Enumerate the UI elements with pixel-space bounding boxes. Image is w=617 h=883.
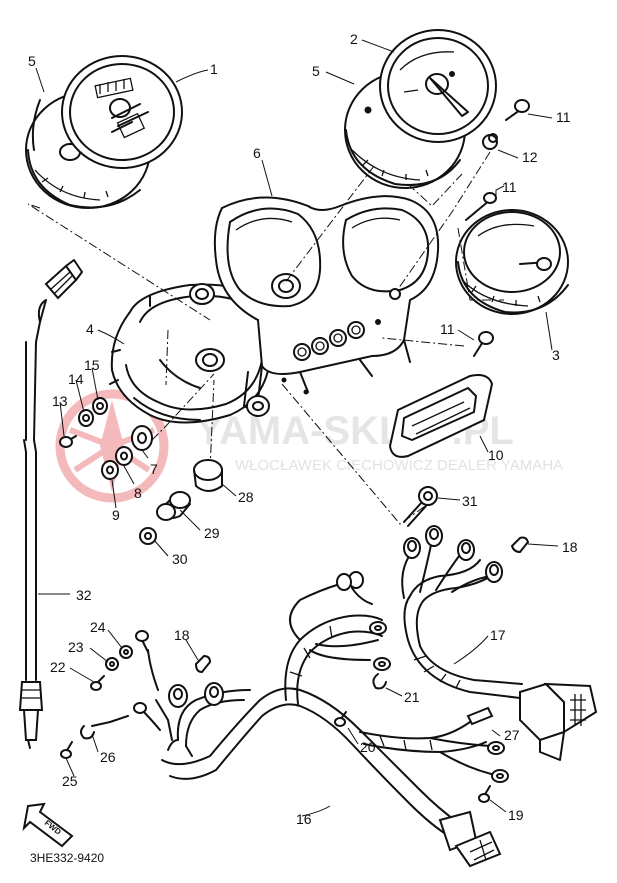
diagram-code: 3HE332-9420 bbox=[30, 851, 104, 865]
callout-17: 17 bbox=[490, 627, 506, 643]
washer-23 bbox=[105, 657, 119, 671]
callout-5-right: 5 bbox=[312, 63, 320, 79]
small-gauge bbox=[455, 209, 569, 315]
nut-30 bbox=[139, 527, 157, 545]
washer-8 bbox=[115, 446, 133, 466]
callout-6: 6 bbox=[253, 145, 261, 161]
callout-30: 30 bbox=[172, 551, 188, 567]
screw-13 bbox=[59, 435, 77, 448]
callout-9: 9 bbox=[112, 507, 120, 523]
right-gauge-face bbox=[379, 29, 497, 143]
clip-21 bbox=[372, 673, 387, 690]
screw-19 bbox=[478, 785, 491, 803]
washer-15 bbox=[92, 397, 108, 415]
callout-19: 19 bbox=[508, 807, 524, 823]
callout-11-top: 11 bbox=[556, 109, 571, 125]
watermark-sub-text: WŁOCŁAWEK CIECHOWICZ DEALER YAMAHA bbox=[235, 457, 563, 474]
bolt-31 bbox=[403, 486, 438, 527]
callout-15: 15 bbox=[84, 357, 100, 373]
screw-22 bbox=[90, 675, 105, 691]
cluster-housing bbox=[213, 195, 440, 417]
callout-10: 10 bbox=[488, 447, 504, 463]
dealer-watermark: YAMA-SKLEP.PL WŁOCŁAWEK CIECHOWICZ DEALE… bbox=[55, 389, 563, 503]
callout-11-middle: 11 bbox=[502, 179, 517, 195]
screw-25 bbox=[60, 741, 73, 759]
cluster-lower-cover bbox=[109, 283, 273, 424]
bulb-18-top bbox=[510, 536, 530, 554]
callout-26: 26 bbox=[100, 749, 116, 765]
cap-12 bbox=[482, 133, 498, 150]
screw-11-middle bbox=[465, 192, 497, 221]
callout-16: 16 bbox=[296, 811, 312, 827]
indicator-lens bbox=[388, 374, 494, 458]
upper-wire-harness bbox=[348, 525, 598, 761]
callout-27: 27 bbox=[504, 727, 520, 743]
bulb-18-left bbox=[194, 654, 212, 674]
callout-23: 23 bbox=[68, 639, 84, 655]
callout-31: 31 bbox=[462, 493, 478, 509]
callout-18-right: 18 bbox=[562, 539, 578, 555]
washer-14 bbox=[78, 409, 94, 427]
callout-leader-lines bbox=[35, 39, 559, 817]
callout-24: 24 bbox=[90, 619, 106, 635]
callout-32: 32 bbox=[76, 587, 92, 603]
screw-11-lower bbox=[473, 331, 494, 357]
callout-20: 20 bbox=[360, 739, 376, 755]
callout-18-left: 18 bbox=[174, 627, 190, 643]
callout-7: 7 bbox=[150, 461, 158, 477]
callout-21: 21 bbox=[404, 689, 420, 705]
forward-direction-arrow: FWD bbox=[22, 802, 74, 848]
callout-14: 14 bbox=[68, 371, 84, 387]
speedometer-cable bbox=[18, 259, 83, 749]
screw-11-top bbox=[505, 99, 530, 121]
callout-11-lower: 11 bbox=[440, 321, 455, 337]
damper-28 bbox=[193, 459, 223, 492]
callout-3: 3 bbox=[552, 347, 560, 363]
callout-28: 28 bbox=[238, 489, 254, 505]
bulb-sockets-upper bbox=[401, 525, 503, 599]
callout-4: 4 bbox=[86, 321, 94, 337]
callout-2: 2 bbox=[350, 31, 358, 47]
left-gauge-assembly bbox=[25, 55, 183, 209]
callout-8: 8 bbox=[134, 485, 142, 501]
collar-29 bbox=[156, 491, 191, 521]
callout-29: 29 bbox=[204, 525, 220, 541]
callout-numbers: 1 2 3 4 5 5 6 7 8 9 10 11 11 11 12 13 14… bbox=[28, 31, 578, 827]
right-gauge-assembly bbox=[344, 29, 497, 189]
callout-25: 25 bbox=[62, 773, 78, 789]
clip-26 bbox=[80, 725, 95, 740]
nut-9 bbox=[101, 460, 119, 480]
screw-20 bbox=[334, 711, 347, 727]
assembly-guide-lines bbox=[27, 151, 504, 525]
callout-5-left: 5 bbox=[28, 53, 36, 69]
lower-wire-harness bbox=[91, 573, 509, 868]
callout-1: 1 bbox=[210, 61, 218, 77]
callout-13: 13 bbox=[52, 393, 68, 409]
callout-12: 12 bbox=[522, 149, 538, 165]
washer-24 bbox=[119, 645, 133, 659]
grommet-7 bbox=[131, 425, 153, 451]
callout-22: 22 bbox=[50, 659, 66, 675]
connector-17 bbox=[519, 682, 598, 761]
connector-16 bbox=[438, 810, 502, 868]
left-gauge-face bbox=[61, 55, 183, 169]
